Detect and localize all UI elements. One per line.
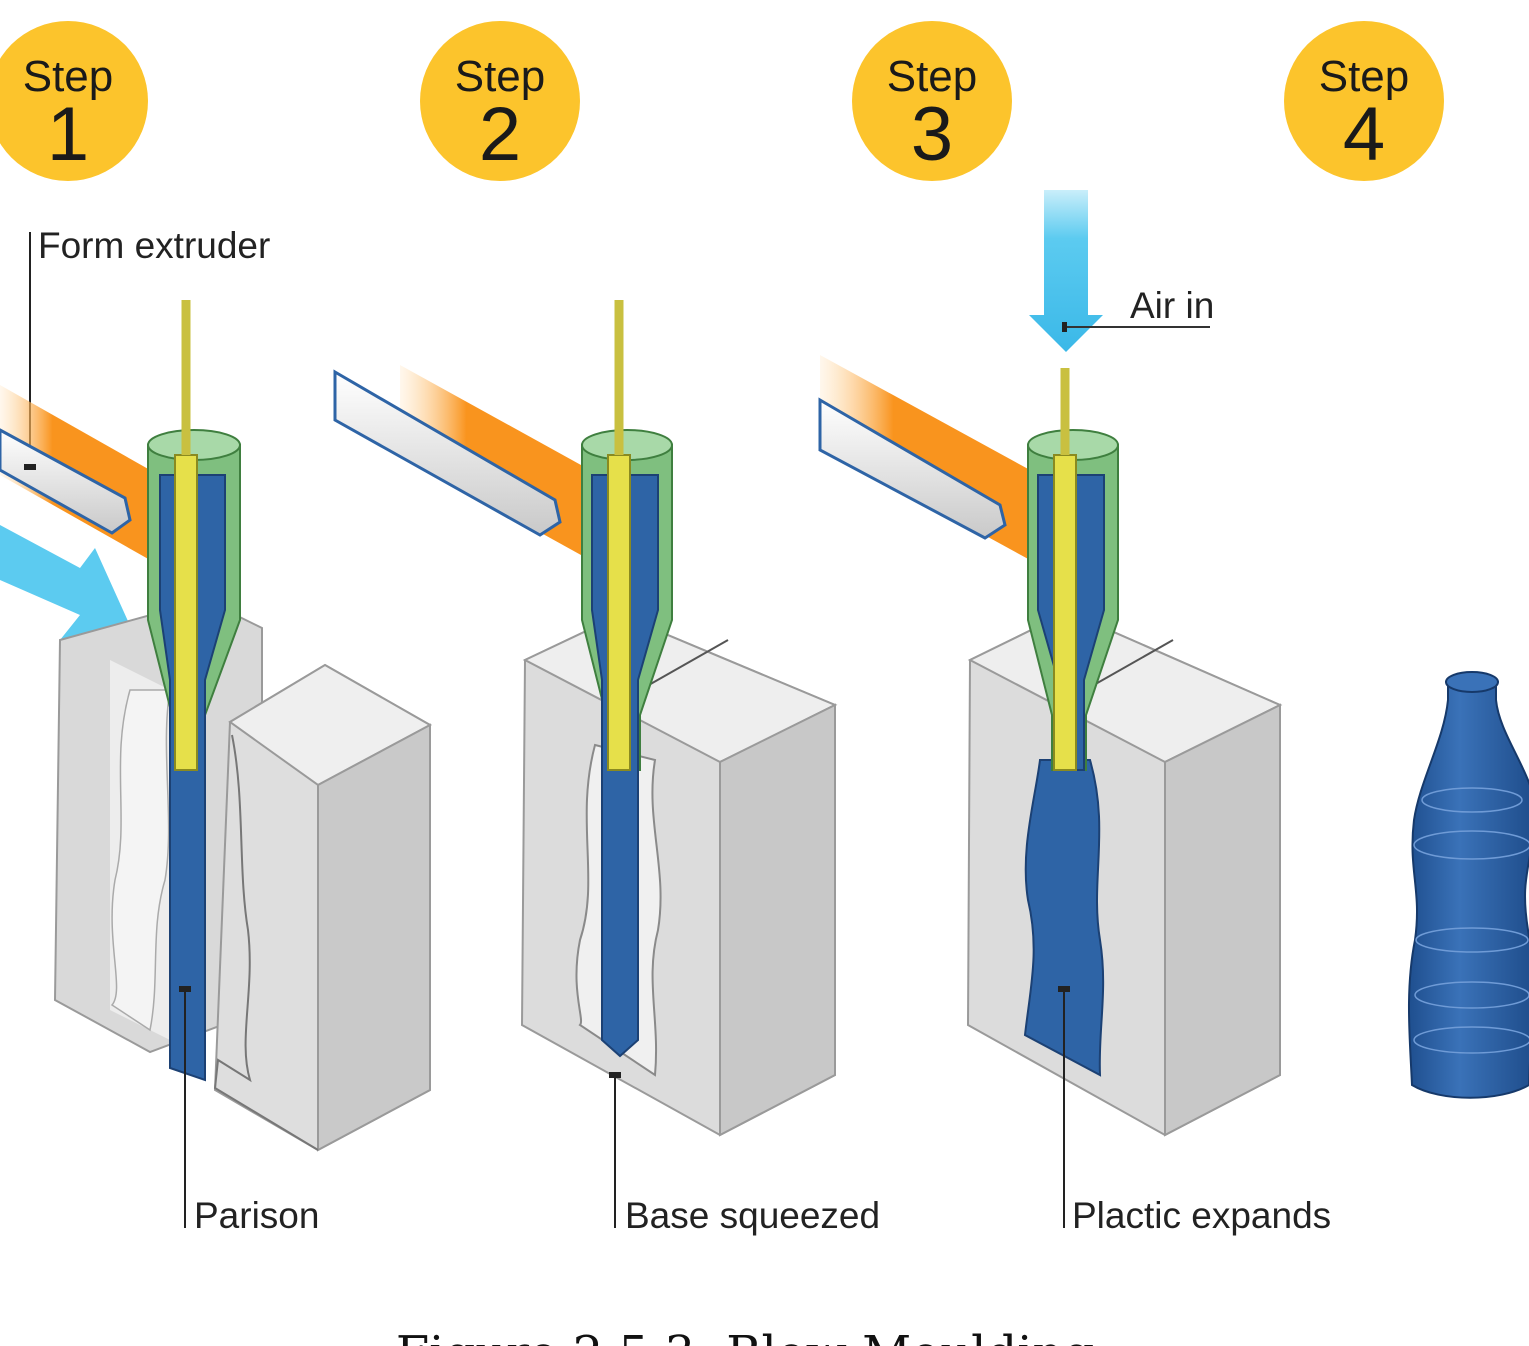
extruder-barrel — [0, 428, 132, 535]
mandrel — [607, 454, 631, 771]
step-2-illustration: Base squeezed — [333, 300, 880, 1236]
step-badge-word: Step — [1319, 52, 1410, 101]
mandrel — [1053, 454, 1077, 771]
parison-label: Parison — [194, 1195, 319, 1236]
plastic-expands-label: Plactic expands — [1072, 1195, 1331, 1236]
step-badge-word: Step — [455, 52, 546, 101]
step-badge-circle — [420, 21, 580, 181]
step-badge-circle — [1284, 21, 1444, 181]
air-in-arrow — [1029, 190, 1103, 352]
step-badge-4: Step 4 — [1284, 21, 1444, 181]
step-badge-word: Step — [887, 52, 978, 101]
figure-caption: Figure 2.5.3: Blow Moulding — [396, 1326, 1094, 1346]
mold-closing-arrow — [0, 525, 132, 640]
step-badge-number: 1 — [47, 92, 89, 177]
extruder-barrel — [818, 397, 1007, 540]
base-squeezed-label: Base squeezed — [625, 1195, 880, 1236]
step-3-illustration: Air in Plactic expands — [818, 190, 1331, 1236]
mandrel — [174, 454, 198, 771]
expanded-plastic — [1023, 759, 1105, 1077]
step-badge-1: Step 1 — [0, 21, 148, 181]
air-in-label: Air in — [1130, 285, 1214, 326]
step-badge-circle — [0, 21, 148, 181]
form-extruder-label: Form extruder — [38, 225, 270, 266]
step-1-illustration: Form extruder Parison — [0, 225, 433, 1236]
finished-bottle — [1407, 671, 1529, 1099]
extruder-barrel — [333, 369, 562, 537]
step-badge-circle — [852, 21, 1012, 181]
step-badge-number: 4 — [1343, 92, 1385, 177]
step-badge-number: 3 — [911, 92, 953, 177]
step-badge-2: Step 2 — [420, 21, 580, 181]
step-badge-3: Step 3 — [852, 21, 1012, 181]
step-badge-number: 2 — [479, 92, 521, 177]
step-badge-word: Step — [23, 52, 114, 101]
